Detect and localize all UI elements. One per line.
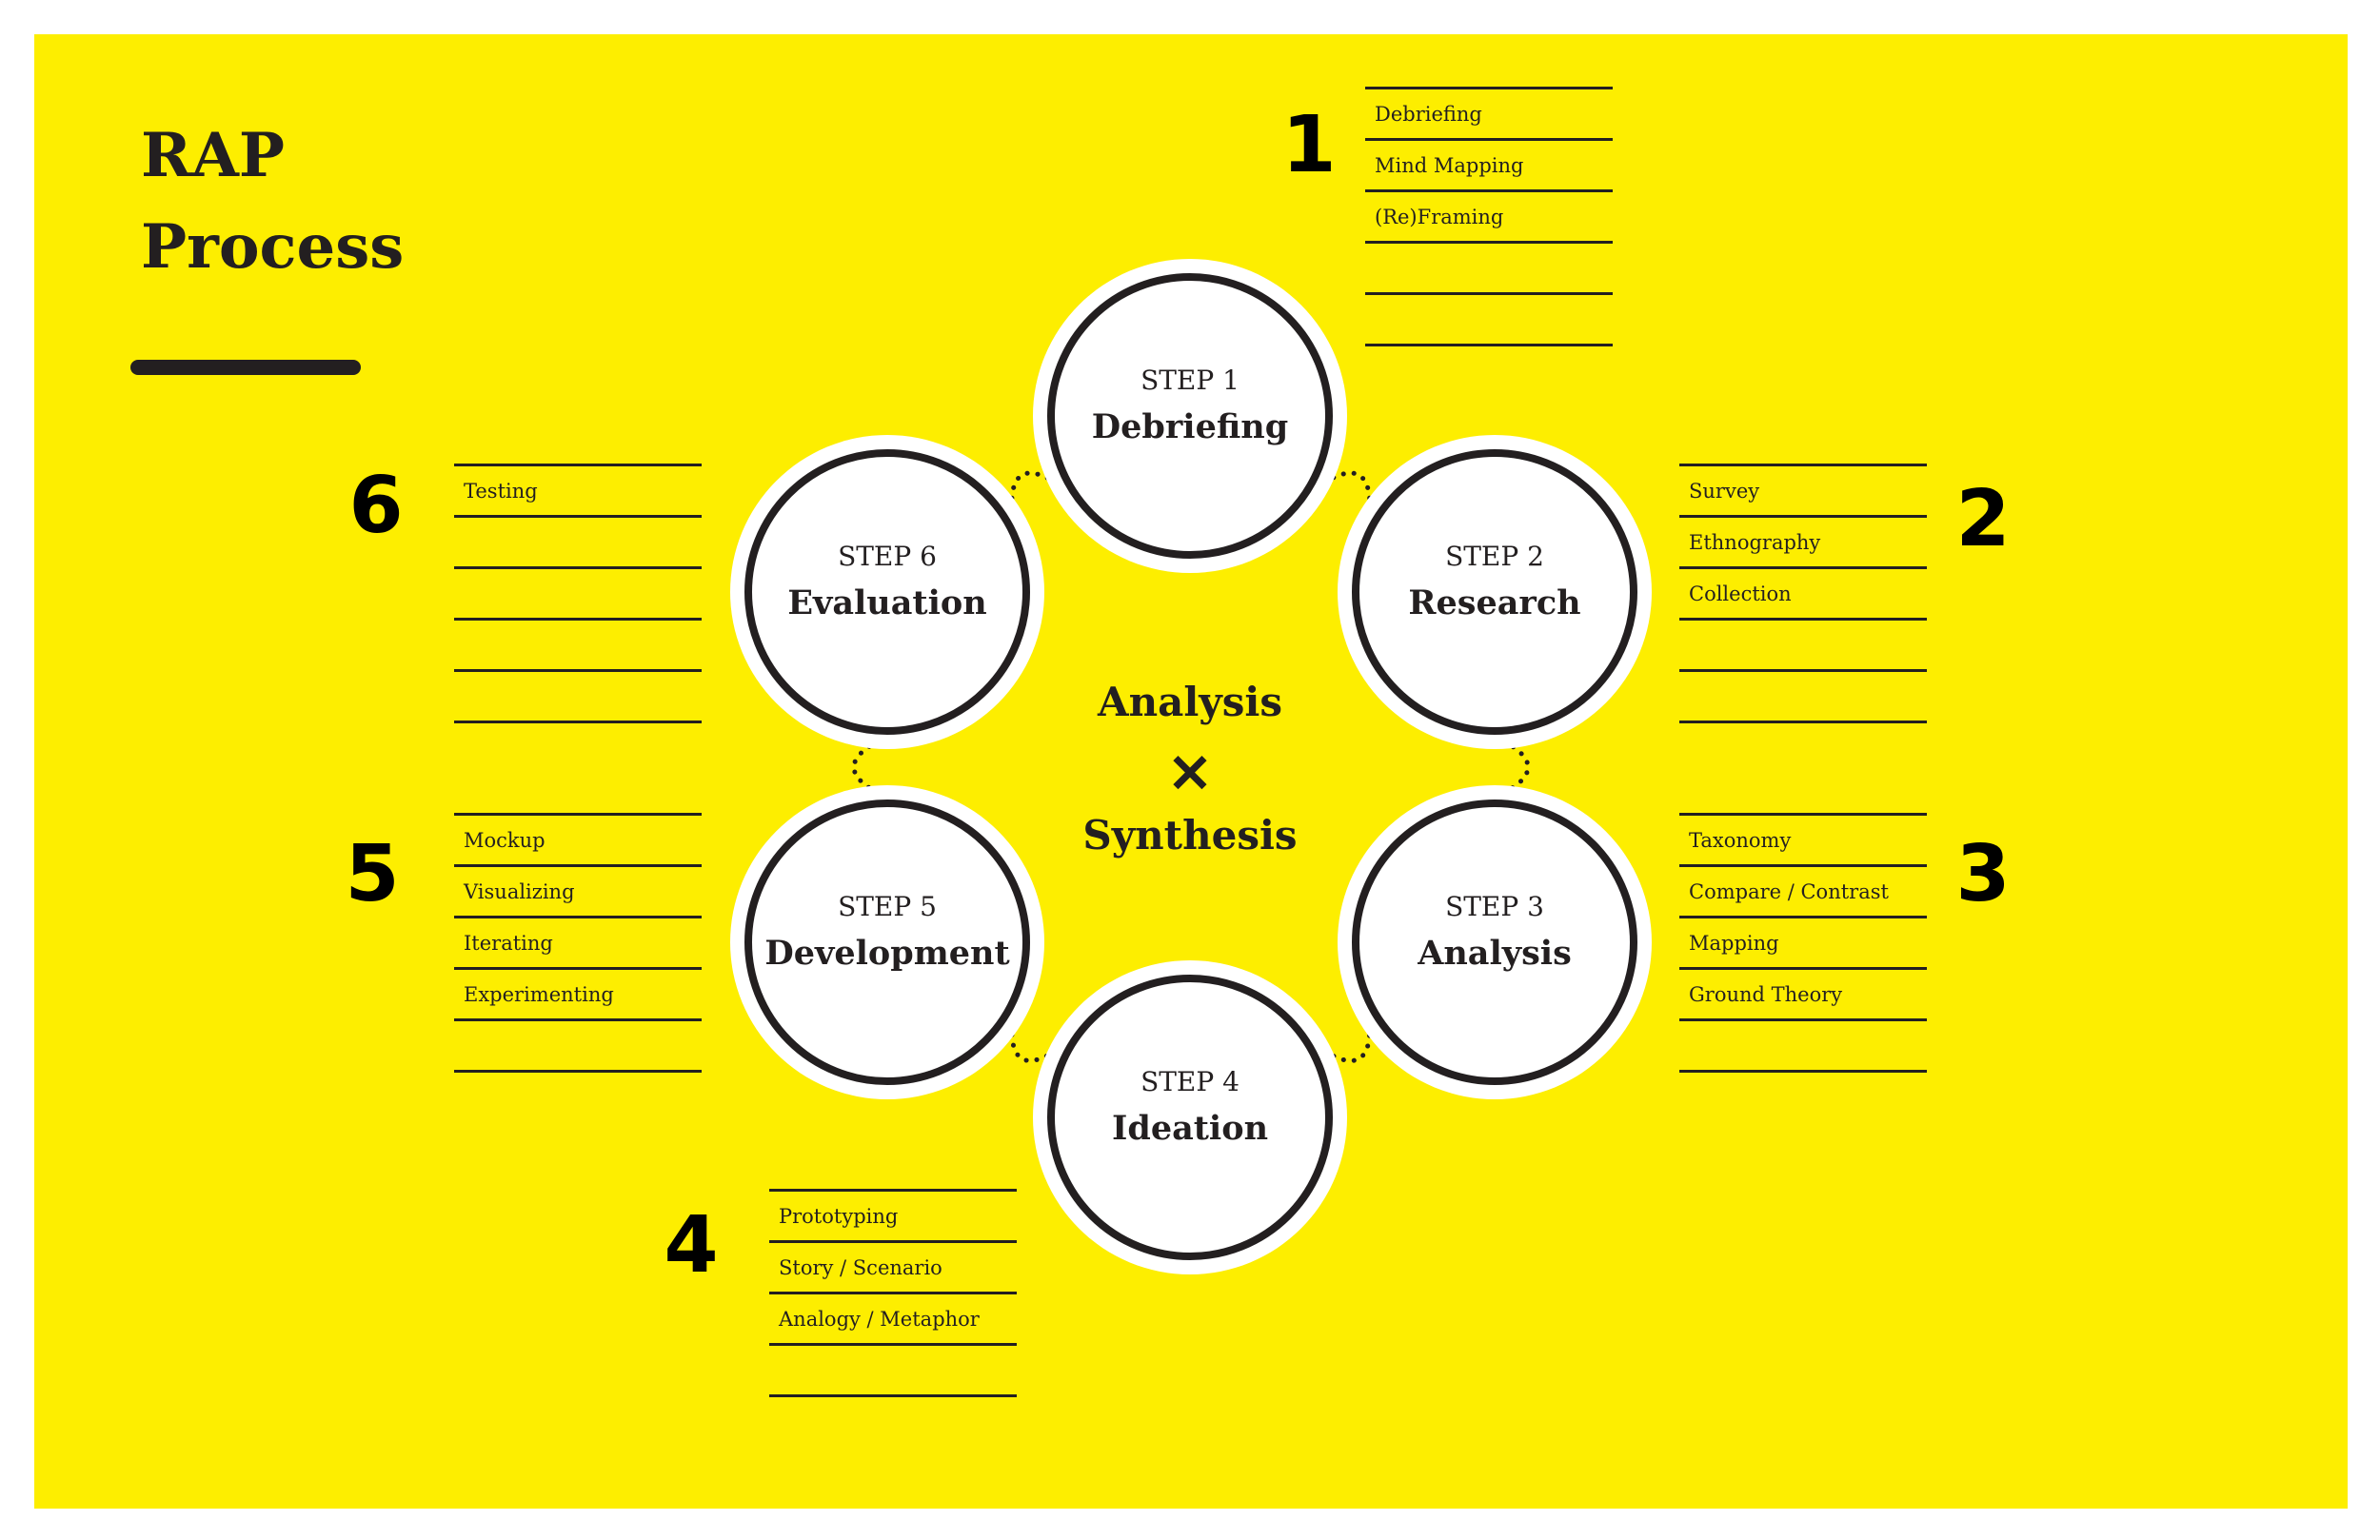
step-label: STEP 5 (838, 891, 937, 922)
step-circle-1: STEP 1 Debriefing (1033, 259, 1347, 573)
step-name: Research (1408, 583, 1580, 622)
step-label: STEP 2 (1445, 541, 1544, 572)
list-item: Testing (454, 464, 702, 515)
list-item: Mockup (454, 813, 702, 864)
list-item (454, 669, 702, 721)
step-label: STEP 4 (1140, 1066, 1240, 1097)
step-label: STEP 3 (1445, 891, 1544, 922)
step-circle-2: STEP 2 Research (1338, 435, 1652, 749)
list-item (1679, 618, 1927, 669)
list-item: Story / Scenario (769, 1240, 1017, 1292)
list-item: Compare / Contrast (1679, 864, 1927, 916)
list-item: Ground Theory (1679, 967, 1927, 1018)
list-item: Taxonomy (1679, 813, 1927, 864)
step-circle-5: STEP 5 Development (730, 785, 1044, 1099)
step-name: Debriefing (1092, 407, 1288, 446)
method-list-step-2: Survey Ethnography Collection (1679, 464, 1927, 723)
step-circle-ring (744, 800, 1030, 1085)
list-item: Collection (1679, 566, 1927, 618)
title-line-2: Process (141, 211, 405, 283)
step-circle-ring (1352, 800, 1637, 1085)
method-list-step-4: Prototyping Story / Scenario Analogy / M… (769, 1189, 1017, 1397)
list-item (454, 618, 702, 669)
method-list-step-1: Debriefing Mind Mapping (Re)Framing (1365, 87, 1613, 346)
step-number-6: 6 (348, 461, 404, 551)
list-bottom-rule (1679, 721, 1927, 723)
step-circle-ring (1047, 273, 1333, 559)
step-name: Evaluation (787, 583, 986, 622)
list-item (454, 566, 702, 618)
list-bottom-rule (769, 1394, 1017, 1397)
list-item: Experimenting (454, 967, 702, 1018)
list-item: Survey (1679, 464, 1927, 515)
step-number-1: 1 (1281, 100, 1337, 190)
list-bottom-rule (454, 721, 702, 723)
step-circle-ring (1352, 449, 1637, 735)
list-item: Analogy / Metaphor (769, 1292, 1017, 1343)
list-item (1679, 1018, 1927, 1070)
step-name: Development (764, 934, 1009, 973)
step-number-2: 2 (1955, 474, 2011, 564)
step-label: STEP 6 (838, 541, 937, 572)
list-item: Debriefing (1365, 87, 1613, 138)
list-bottom-rule (1679, 1070, 1927, 1073)
step-number-5: 5 (345, 829, 400, 919)
method-list-step-3: Taxonomy Compare / Contrast Mapping Grou… (1679, 813, 1927, 1073)
step-name: Ideation (1112, 1109, 1268, 1148)
step-circle-4: STEP 4 Ideation (1033, 960, 1347, 1274)
list-item (769, 1343, 1017, 1394)
list-bottom-rule (1365, 344, 1613, 346)
center-cross-icon: ✕ (1168, 742, 1213, 805)
step-label: STEP 1 (1140, 365, 1240, 396)
list-item (1679, 669, 1927, 721)
step-number-4: 4 (664, 1200, 719, 1291)
list-item: Ethnography (1679, 515, 1927, 566)
title-line-1: RAP (141, 120, 285, 191)
list-item: Prototyping (769, 1189, 1017, 1240)
list-item: Visualizing (454, 864, 702, 916)
step-circle-ring (1047, 975, 1333, 1260)
center-label: Analysis ✕ Synthesis (1082, 679, 1297, 859)
diagram-title: RAP Process (141, 110, 404, 293)
list-item: Mapping (1679, 916, 1927, 967)
list-item (454, 515, 702, 566)
step-circle-3: STEP 3 Analysis (1338, 785, 1652, 1099)
list-item (1365, 241, 1613, 292)
center-label-synthesis: Synthesis (1082, 812, 1297, 859)
step-circle-6: STEP 6 Evaluation (730, 435, 1044, 749)
method-list-step-6: Testing (454, 464, 702, 723)
title-underline (130, 360, 361, 375)
step-number-3: 3 (1955, 829, 2011, 919)
list-item: Iterating (454, 916, 702, 967)
center-label-analysis: Analysis (1097, 679, 1282, 725)
step-circle-ring (744, 449, 1030, 735)
method-list-step-5: Mockup Visualizing Iterating Experimenti… (454, 813, 702, 1073)
list-item: Mind Mapping (1365, 138, 1613, 189)
list-item (1365, 292, 1613, 344)
list-item: (Re)Framing (1365, 189, 1613, 241)
list-bottom-rule (454, 1070, 702, 1073)
list-item (454, 1018, 702, 1070)
step-name: Analysis (1417, 934, 1572, 973)
